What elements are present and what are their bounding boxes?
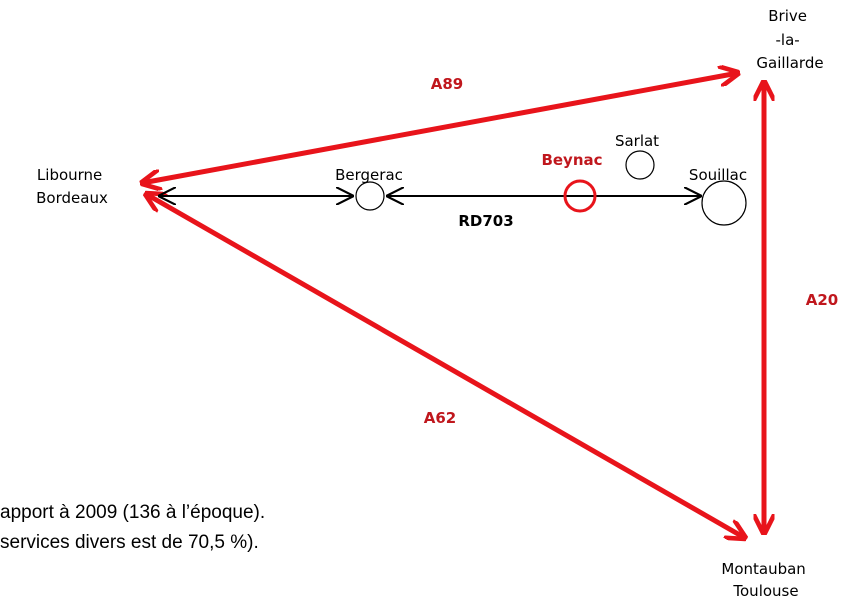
montauban-label: Montauban Toulouse <box>721 560 810 600</box>
a20-label: A20 <box>806 291 838 309</box>
brive-label-line2: -la- <box>776 31 800 49</box>
a89-arrow <box>142 73 738 183</box>
montauban-label-line1: Montauban <box>721 560 805 578</box>
cropped-text-line-1: apport à 2009 (136 à l’époque). <box>0 502 266 523</box>
beynac-label: Beynac <box>541 151 602 169</box>
sarlat-label: Sarlat <box>615 132 659 150</box>
libourne-label-line2: Bordeaux <box>36 189 108 207</box>
souillac-label: Souillac <box>689 166 747 184</box>
brive-label: Brive -la- Gaillarde <box>756 7 823 72</box>
rd703-label: RD703 <box>458 212 513 230</box>
souillac-circle <box>701 180 747 226</box>
a89-label: A89 <box>431 75 463 93</box>
montauban-label-line2: Toulouse <box>732 582 798 600</box>
bergerac-label: Bergerac <box>335 166 403 184</box>
brive-label-line1: Brive <box>768 7 807 25</box>
a62-label: A62 <box>424 409 456 427</box>
bergerac-circle <box>355 181 385 211</box>
libourne-label-line1: Libourne <box>37 166 102 184</box>
beynac-circle <box>563 179 597 213</box>
libourne-label: Libourne Bordeaux <box>36 166 108 207</box>
sarlat-circle <box>625 150 655 180</box>
brive-label-line3: Gaillarde <box>756 54 823 72</box>
a62-arrow <box>146 194 745 538</box>
cropped-text-line-2: services divers est de 70,5 %). <box>0 532 259 553</box>
